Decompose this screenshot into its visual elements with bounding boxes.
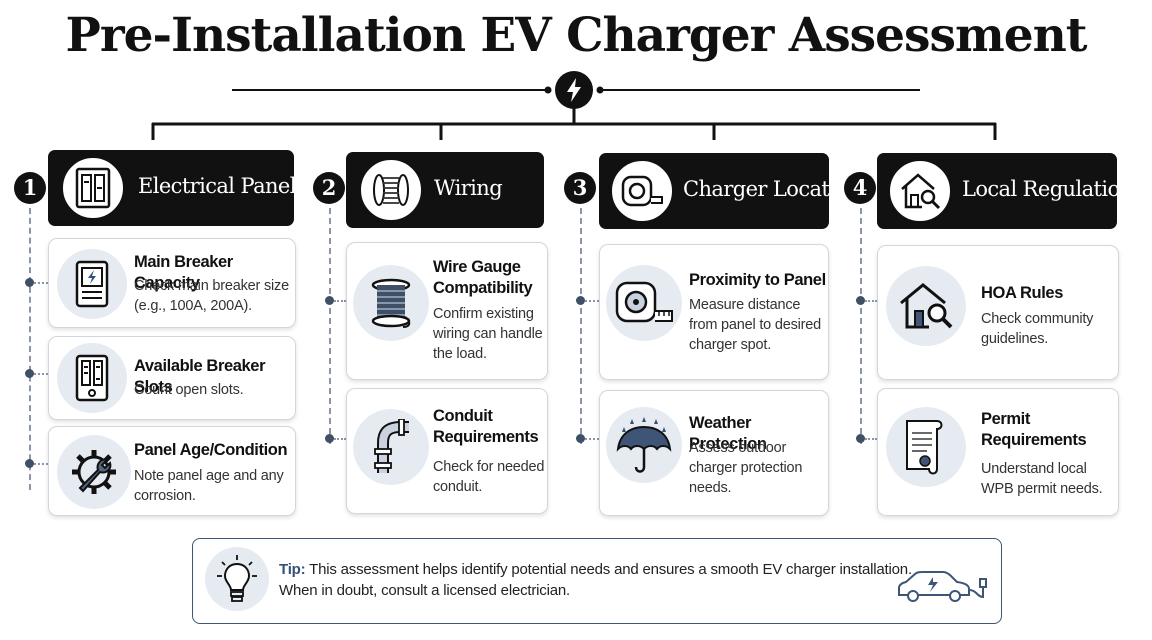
card-description: Count open slots. <box>134 382 244 398</box>
rail-connector <box>34 463 48 465</box>
card-description: Note panel age and any corrosion. <box>134 468 284 504</box>
rail-connector <box>34 282 48 284</box>
card-title: Panel Age/Condition <box>134 441 288 459</box>
card-conduit-requirements: Conduit Requirements Check for needed co… <box>346 388 548 514</box>
main-breaker-icon <box>57 249 127 319</box>
card-main-breaker-capacity: Main Breaker Capacity Check main breaker… <box>48 238 296 328</box>
card-description: Check main breaker size (e.g., 100A, 200… <box>134 278 289 314</box>
rail-dot <box>576 296 585 305</box>
column-rail <box>29 208 31 490</box>
card-weather-protection: Weather Protection Assess outdoor charge… <box>599 390 829 516</box>
card-proximity-to-panel: Proximity to Panel Measure distance from… <box>599 244 829 380</box>
card-description: Understand local WPB permit needs. <box>981 461 1103 497</box>
card-description: Measure distance from panel to desired c… <box>689 297 822 353</box>
card-wire-gauge-compatibility: Wire Gauge Compatibility Confirm existin… <box>346 242 548 380</box>
card-panel-age-condition: Panel Age/Condition Note panel age and a… <box>48 426 296 516</box>
rail-connector <box>585 300 599 302</box>
rail-dot <box>25 459 34 468</box>
page-title: Pre-Installation EV Charger Assessment <box>65 8 1088 63</box>
section-title: Electrical Panel <box>138 174 296 198</box>
column-rail <box>580 208 582 444</box>
electrical-panel-icon <box>60 155 126 221</box>
rail-dot <box>856 296 865 305</box>
permit-document-icon <box>886 407 966 487</box>
column-rail <box>860 208 862 444</box>
column-rail <box>329 208 331 444</box>
card-title: Conduit Requirements <box>433 407 539 446</box>
section-header-wiring: Wiring <box>346 152 544 228</box>
conduit-pipe-icon <box>353 409 429 485</box>
card-title: Wire Gauge Compatibility <box>433 258 533 297</box>
rail-dot <box>325 296 334 305</box>
card-title: Permit Requirements <box>981 410 1087 449</box>
tip-box: Tip: This assessment helps identify pote… <box>192 538 1002 624</box>
tape-measure-icon <box>609 158 675 224</box>
tape-measure-icon <box>606 265 682 341</box>
section-title: Wiring <box>434 176 503 200</box>
step-number-3: 3 <box>564 172 596 204</box>
rail-dot <box>576 434 585 443</box>
lightbulb-icon <box>205 547 269 611</box>
rail-connector <box>865 300 877 302</box>
tip-text: Tip: This assessment helps identify pote… <box>279 559 919 601</box>
rail-dot <box>856 434 865 443</box>
card-available-breaker-slots: Available Breaker Slots Count open slots… <box>48 336 296 420</box>
wire-spool-icon <box>353 265 429 341</box>
house-search-icon <box>887 158 953 224</box>
wire-spool-icon <box>358 157 424 223</box>
tip-label: Tip: <box>279 561 306 578</box>
card-description: Confirm existing wiring can handle the l… <box>433 306 543 362</box>
card-title: Proximity to Panel <box>689 271 826 289</box>
breaker-slots-icon <box>57 343 127 413</box>
card-title: HOA Rules <box>981 284 1063 302</box>
house-search-icon <box>886 266 966 346</box>
card-permit-requirements: Permit Requirements Understand local WPB… <box>877 388 1119 516</box>
rail-connector <box>34 373 48 375</box>
card-title: Available Breaker Slots <box>134 357 266 396</box>
card-description: Check community guidelines. <box>981 311 1094 347</box>
section-header-charger-location: Charger Location <box>599 153 861 229</box>
card-hoa-rules: HOA Rules Check community guidelines. <box>877 245 1119 380</box>
card-description: Check for needed conduit. <box>433 459 545 495</box>
section-title: Charger Location <box>683 177 861 201</box>
section-header-local-regulations: Local Regulations <box>877 153 1143 229</box>
connector-tree <box>151 86 997 140</box>
umbrella-rain-icon <box>606 407 682 483</box>
ev-car-plug-icon <box>893 567 989 612</box>
card-title: Main Breaker Capacity <box>134 253 233 292</box>
tip-body: This assessment helps identify potential… <box>279 561 912 599</box>
rail-connector <box>334 300 346 302</box>
section-title: Local Regulations <box>962 177 1143 201</box>
step-number-2: 2 <box>313 172 345 204</box>
rail-connector <box>585 438 599 440</box>
step-number-4: 4 <box>844 172 876 204</box>
card-title: Weather Protection <box>689 414 767 453</box>
rail-dot <box>25 369 34 378</box>
rail-connector <box>865 438 877 440</box>
step-number-1: 1 <box>14 172 46 204</box>
gear-wrench-icon <box>57 435 131 509</box>
section-header-electrical-panel: Electrical Panel <box>48 150 296 226</box>
rail-connector <box>334 438 346 440</box>
rail-dot <box>325 434 334 443</box>
lightning-bolt-icon <box>555 71 593 109</box>
rail-dot <box>25 278 34 287</box>
card-description: Assess outdoor charger protection needs. <box>689 440 803 496</box>
